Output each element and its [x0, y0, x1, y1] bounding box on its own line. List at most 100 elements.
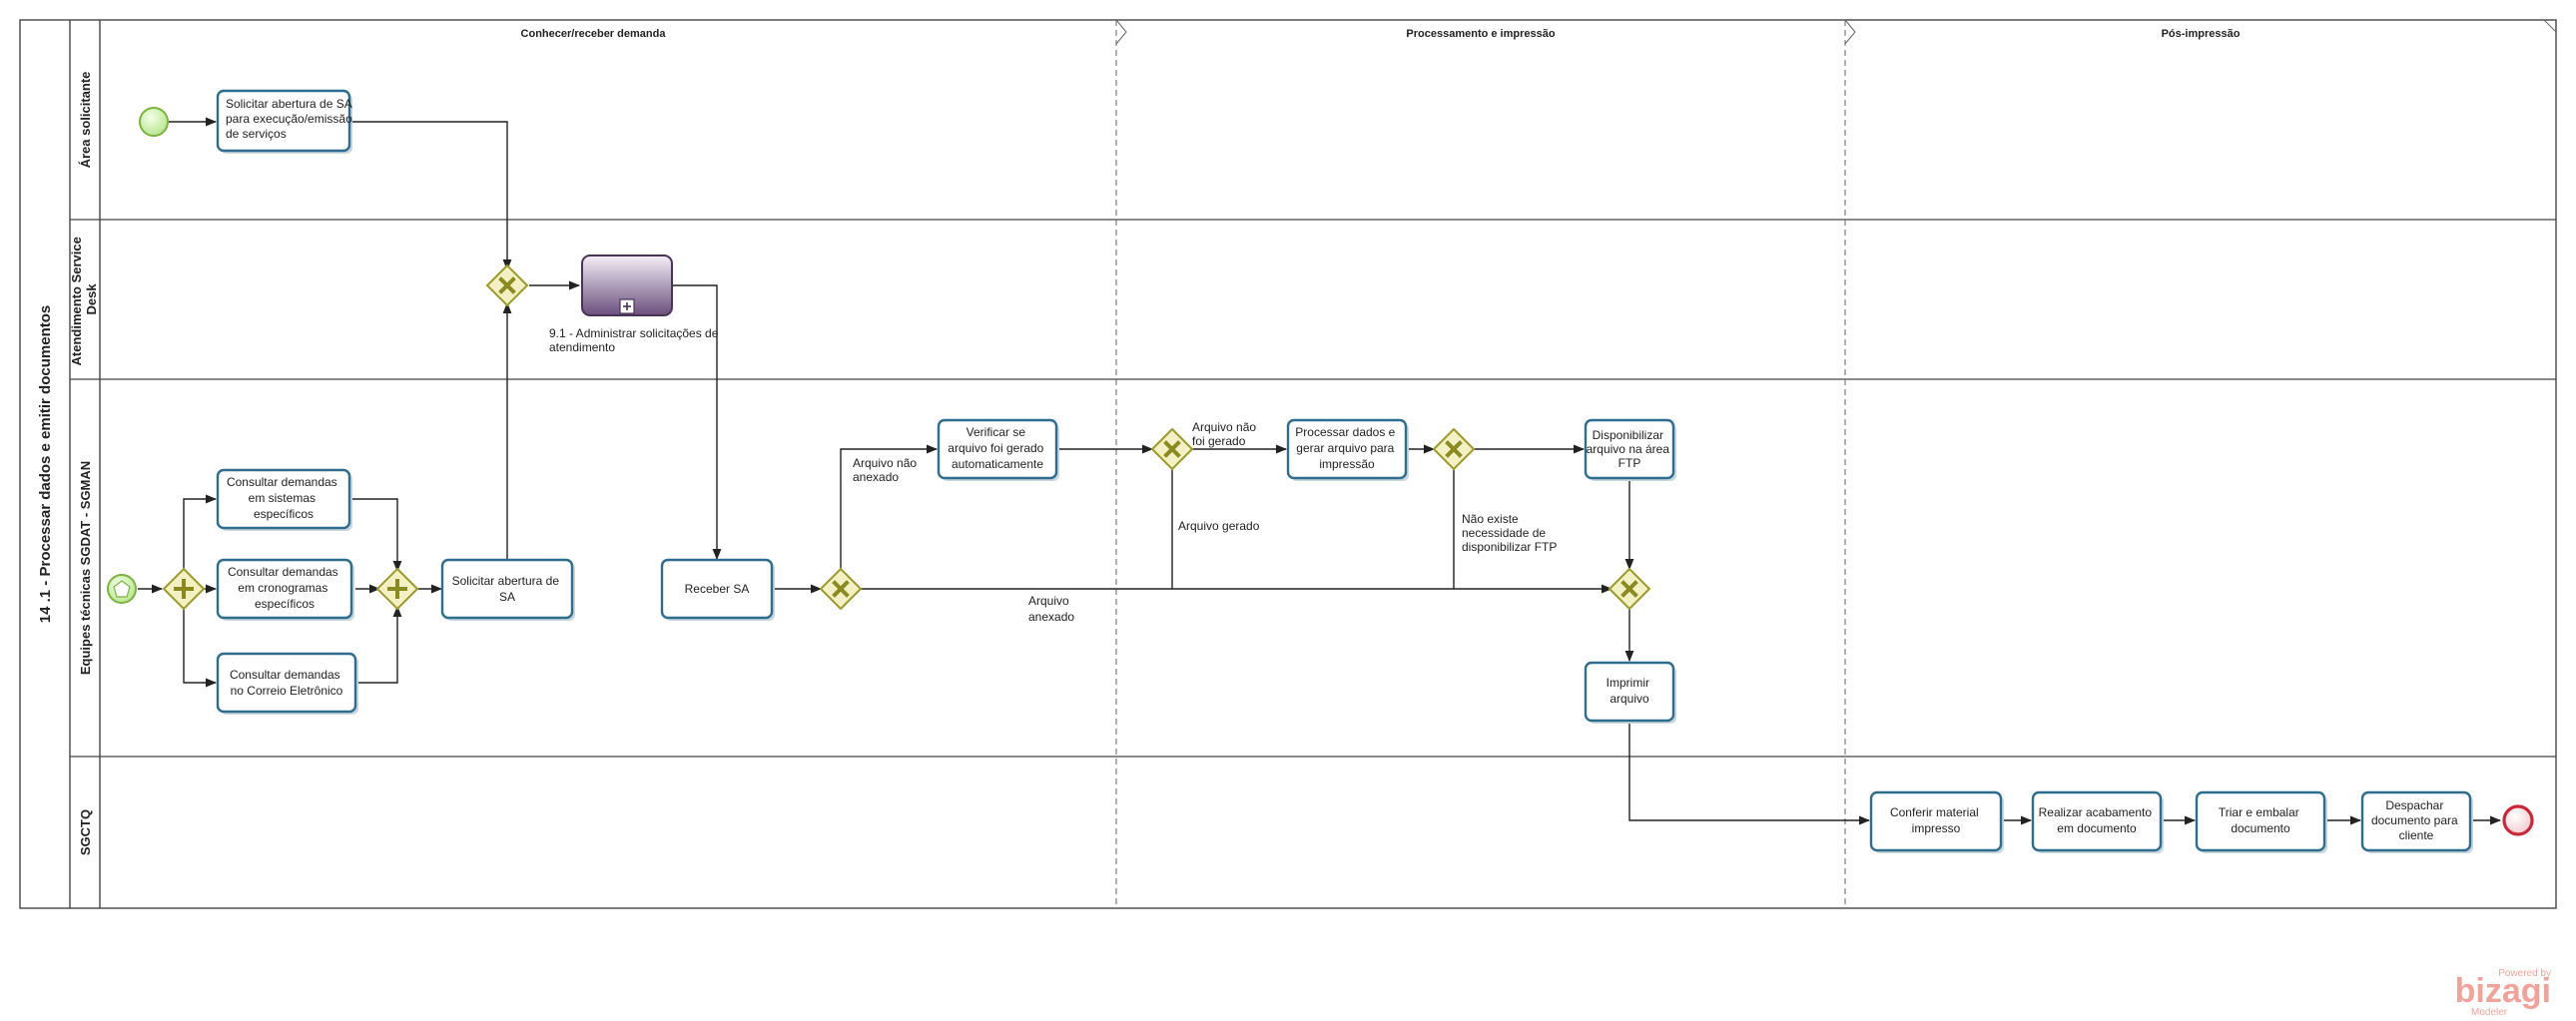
- flow: [351, 498, 402, 573]
- flow-label-line: Não existe: [1462, 512, 1519, 526]
- task-triar[interactable]: Triar e embalar documento: [2195, 790, 2327, 853]
- exclusive-gateway[interactable]: [485, 263, 529, 307]
- task-label-line: Triar e embalar: [2219, 805, 2299, 819]
- flow-label-line: foi gerado: [1192, 434, 1246, 448]
- task-label-line: FTP: [1618, 456, 1641, 470]
- task-disponibilizar-ftp[interactable]: Disponibilizar arquivo na área FTP: [1584, 418, 1676, 481]
- task-label-line: Verificar se: [966, 425, 1026, 439]
- task-label-line: gerar arquivo para: [1296, 441, 1394, 455]
- phase-title-ph3: Pós-impressão: [2162, 28, 2241, 40]
- task-label-line: arquivo: [1610, 692, 1649, 706]
- task-label-line: Solicitar abertura de: [452, 574, 560, 588]
- task-solicitar-abertura-sa[interactable]: Solicitar abertura de SA: [440, 558, 575, 621]
- task-label-line: Solicitar abertura de SA: [226, 97, 352, 111]
- task-label-line: arquivo na área: [1587, 442, 1670, 456]
- flow-label-line: anexado: [1028, 610, 1074, 624]
- flow: [840, 444, 939, 569]
- flow-labels: Arquivo não anexado Arquivo anexado Arqu…: [853, 420, 1557, 624]
- task-label-line: de serviços: [226, 127, 287, 141]
- phase-title-ph1: Conhecer/receber demanda: [521, 28, 667, 40]
- task-label-line: para execução/emissão: [226, 112, 352, 126]
- start-event-multiple[interactable]: [107, 574, 137, 604]
- branding-product: Modeler: [2471, 1007, 2508, 1018]
- task-verificar-arquivo[interactable]: Verificar se arquivo foi gerado automati…: [937, 418, 1059, 481]
- events: [107, 107, 2534, 836]
- bizagi-branding: Powered by bizagi Modeler: [2455, 968, 2551, 1018]
- flow: [673, 284, 722, 561]
- task-label: Realizar acabamento em documento: [2039, 805, 2156, 835]
- flow-label-line: anexado: [853, 470, 899, 484]
- task-label-line: em sistemas: [249, 491, 316, 505]
- flow: [1628, 723, 1871, 825]
- task-label: Despachar documento para cliente: [2371, 798, 2461, 842]
- task-label-line: documento: [2231, 821, 2290, 835]
- task-label: Triar e embalar documento: [2219, 805, 2302, 835]
- task-consultar-sistemas[interactable]: Consultar demandas em sistemas específic…: [216, 468, 352, 531]
- flow-label-nao-existe-ftp: Não existe necessidade de disponibilizar…: [1462, 512, 1557, 554]
- task-label: Consultar demandas em cronogramas especí…: [228, 565, 341, 611]
- task-label-line: impresso: [1912, 821, 1961, 835]
- pentagon-icon: [113, 580, 131, 598]
- task-consultar-cronogramas[interactable]: Consultar demandas em cronogramas especí…: [216, 558, 354, 621]
- task-label: Verificar se arquivo foi gerado automati…: [948, 425, 1046, 471]
- lane-title-desk-line1: Atendimento Service: [69, 237, 84, 365]
- task-solicitar-abertura-area[interactable]: Solicitar abertura de SA para execução/e…: [216, 89, 355, 154]
- task-imprimir[interactable]: Imprimir arquivo: [1584, 661, 1676, 724]
- task-label-line: específicos: [255, 597, 315, 611]
- task-label-line: Conferir material: [1890, 805, 1979, 819]
- subprocess-administrar[interactable]: 9.1 - Administrar solicitações de atendi…: [549, 255, 722, 354]
- task-label-line: em cronogramas: [238, 581, 327, 595]
- task-label-line: impressão: [1319, 457, 1375, 471]
- task-consultar-correio[interactable]: Consultar demandas no Correio Eletrônico: [216, 652, 358, 715]
- exclusive-gateway[interactable]: [1150, 427, 1194, 471]
- task-label-line: arquivo foi gerado: [948, 441, 1043, 455]
- start-event[interactable]: [139, 107, 169, 137]
- flow-label-line: Arquivo não: [1192, 420, 1256, 434]
- lane-title-desk-line2: Desk: [84, 283, 99, 315]
- flow-label-arquivo-gerado: Arquivo gerado: [1178, 519, 1260, 533]
- end-event[interactable]: [2502, 804, 2534, 836]
- flow: [351, 121, 512, 271]
- exclusive-gateway[interactable]: [819, 567, 863, 611]
- task-label-line: cliente: [2399, 828, 2434, 842]
- task-label: Conferir material impresso: [1890, 805, 1982, 835]
- task-label: Receber SA: [685, 582, 750, 596]
- task-label-line: SA: [499, 590, 515, 604]
- sequence-flows: [138, 117, 2502, 825]
- task-label-line: no Correio Eletrônico: [231, 684, 343, 698]
- task-label-line: Processar dados e: [1295, 425, 1395, 439]
- exclusive-gateway-join[interactable]: [1608, 567, 1651, 611]
- pool-title: 14 .1 - Processar dados e emitir documen…: [37, 305, 54, 623]
- task-label-line: Consultar demandas: [227, 475, 337, 489]
- task-label: Consultar demandas no Correio Eletrônico: [230, 668, 343, 698]
- task-processar-dados[interactable]: Processar dados e gerar arquivo para imp…: [1286, 418, 1409, 481]
- flow: [183, 607, 218, 688]
- gateways: [162, 263, 1651, 611]
- branding-powered: Powered by: [2498, 968, 2551, 979]
- flow-label-arquivo-anexado: Arquivo anexado: [1028, 594, 1074, 624]
- task-label-line: Consultar demandas: [228, 565, 338, 579]
- parallel-gateway-split[interactable]: [162, 567, 206, 611]
- task-label-line: em documento: [2057, 821, 2137, 835]
- phases: Conhecer/receber demanda Processamento e…: [521, 19, 2557, 908]
- task-label-line: Disponibilizar: [1593, 428, 1663, 442]
- lane-title-sgctq: SGCTQ: [78, 809, 93, 855]
- task-label-line: automaticamente: [952, 457, 1043, 471]
- parallel-gateway-join[interactable]: [375, 567, 419, 611]
- flow: [183, 494, 218, 571]
- task-label: Disponibilizar arquivo na área FTP: [1587, 428, 1673, 470]
- task-receber-sa[interactable]: Receber SA: [660, 558, 775, 621]
- exclusive-gateway[interactable]: [1432, 427, 1476, 471]
- task-acabamento[interactable]: Realizar acabamento em documento: [2031, 790, 2164, 853]
- phase-title-ph2: Processamento e impressão: [1406, 28, 1555, 40]
- flow: [357, 605, 402, 684]
- task-label-line: Realizar acabamento: [2039, 805, 2153, 819]
- task-despachar[interactable]: Despachar documento para cliente: [2360, 790, 2473, 853]
- subprocess-label: 9.1 - Administrar solicitações de atendi…: [549, 326, 722, 354]
- flow-label-line: Arquivo não: [853, 456, 917, 470]
- lane-title-desk: Atendimento Service Desk: [69, 234, 99, 366]
- task-conferir[interactable]: Conferir material impresso: [1869, 790, 2004, 853]
- flow-label-arquivo-nao-anexado: Arquivo não anexado: [853, 456, 920, 484]
- task-label-line: Consultar demandas: [230, 668, 340, 682]
